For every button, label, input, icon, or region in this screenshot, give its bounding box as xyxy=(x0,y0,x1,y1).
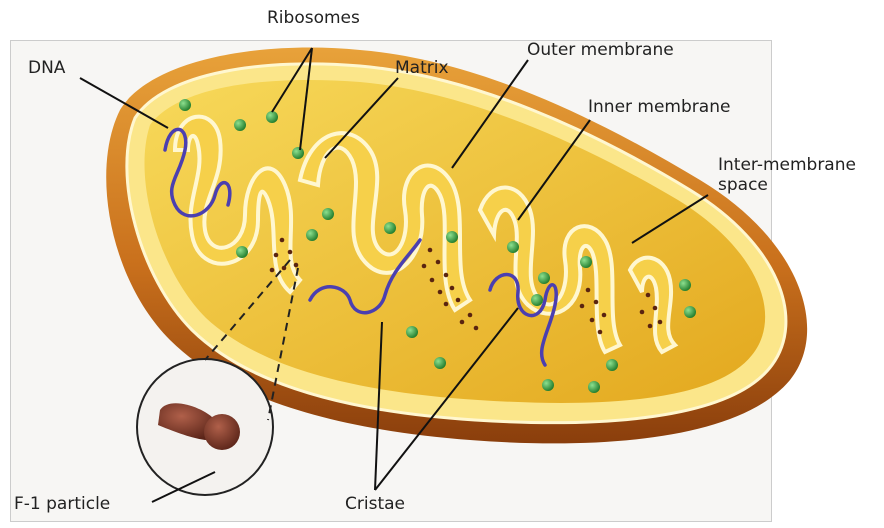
label-outer-membrane: Outer membrane xyxy=(527,40,674,60)
label-dna: DNA xyxy=(28,58,65,78)
label-f1-particle: F-1 particle xyxy=(14,494,110,514)
label-intermembrane-space: Inter-membrane space xyxy=(718,155,880,196)
label-matrix: Matrix xyxy=(395,58,449,78)
label-ribosomes: Ribosomes xyxy=(267,8,360,28)
label-inner-membrane: Inner membrane xyxy=(588,97,730,117)
label-cristae: Cristae xyxy=(345,494,405,514)
